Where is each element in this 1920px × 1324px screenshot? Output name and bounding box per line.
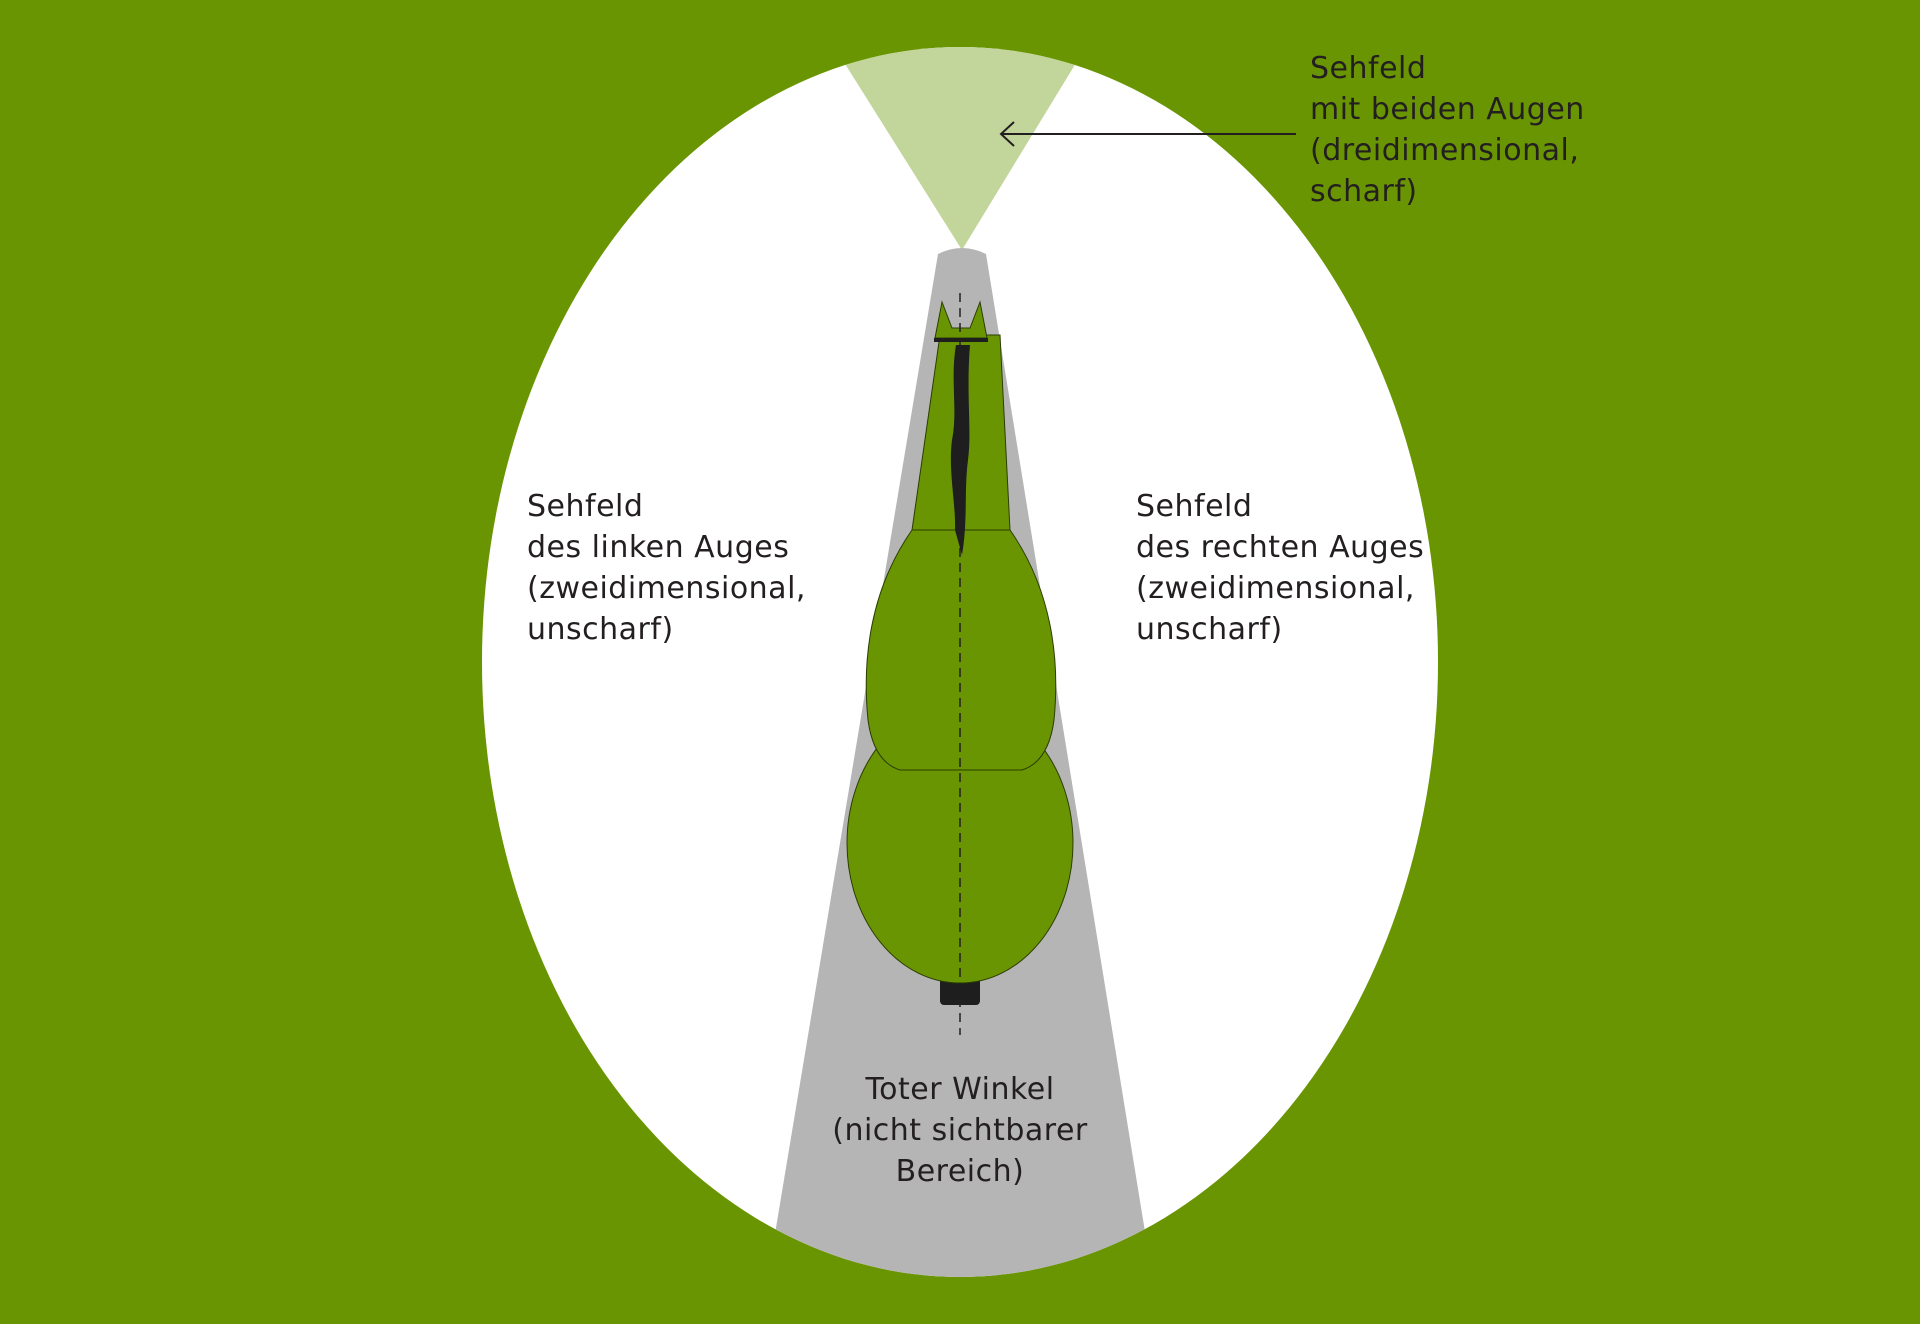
label-line: (nicht sichtbarer — [832, 1113, 1088, 1148]
horse-torso — [865, 529, 1057, 771]
label-line: Sehfeld — [1310, 51, 1427, 86]
label-line: (dreidimensional, — [1310, 133, 1580, 168]
binocular-field-wedge — [830, 47, 1090, 250]
label-line: unscharf) — [1136, 612, 1283, 647]
label-line: Sehfeld — [1136, 489, 1253, 524]
label-blind-spot: Toter Winkel (nicht sichtbarer Bereich) — [760, 1069, 1160, 1192]
label-line: scharf) — [1310, 174, 1418, 209]
label-line: Bereich) — [895, 1154, 1025, 1189]
label-line: mit beiden Augen — [1310, 92, 1585, 127]
label-binocular-field: Sehfeld mit beiden Augen (dreidimensiona… — [1310, 48, 1585, 212]
horse-top-view — [846, 293, 1074, 1035]
label-line: Sehfeld — [527, 489, 644, 524]
label-line: des linken Auges — [527, 530, 790, 565]
label-line: des rechten Auges — [1136, 530, 1425, 565]
label-line: unscharf) — [527, 612, 674, 647]
label-line: Toter Winkel — [865, 1072, 1055, 1107]
label-line: (zweidimensional, — [527, 571, 806, 606]
label-right-eye-field: Sehfeld des rechten Auges (zweidimension… — [1136, 486, 1424, 650]
binocular-arrow — [999, 121, 1296, 147]
label-line: (zweidimensional, — [1136, 571, 1415, 606]
label-left-eye-field: Sehfeld des linken Auges (zweidimensiona… — [527, 486, 806, 650]
